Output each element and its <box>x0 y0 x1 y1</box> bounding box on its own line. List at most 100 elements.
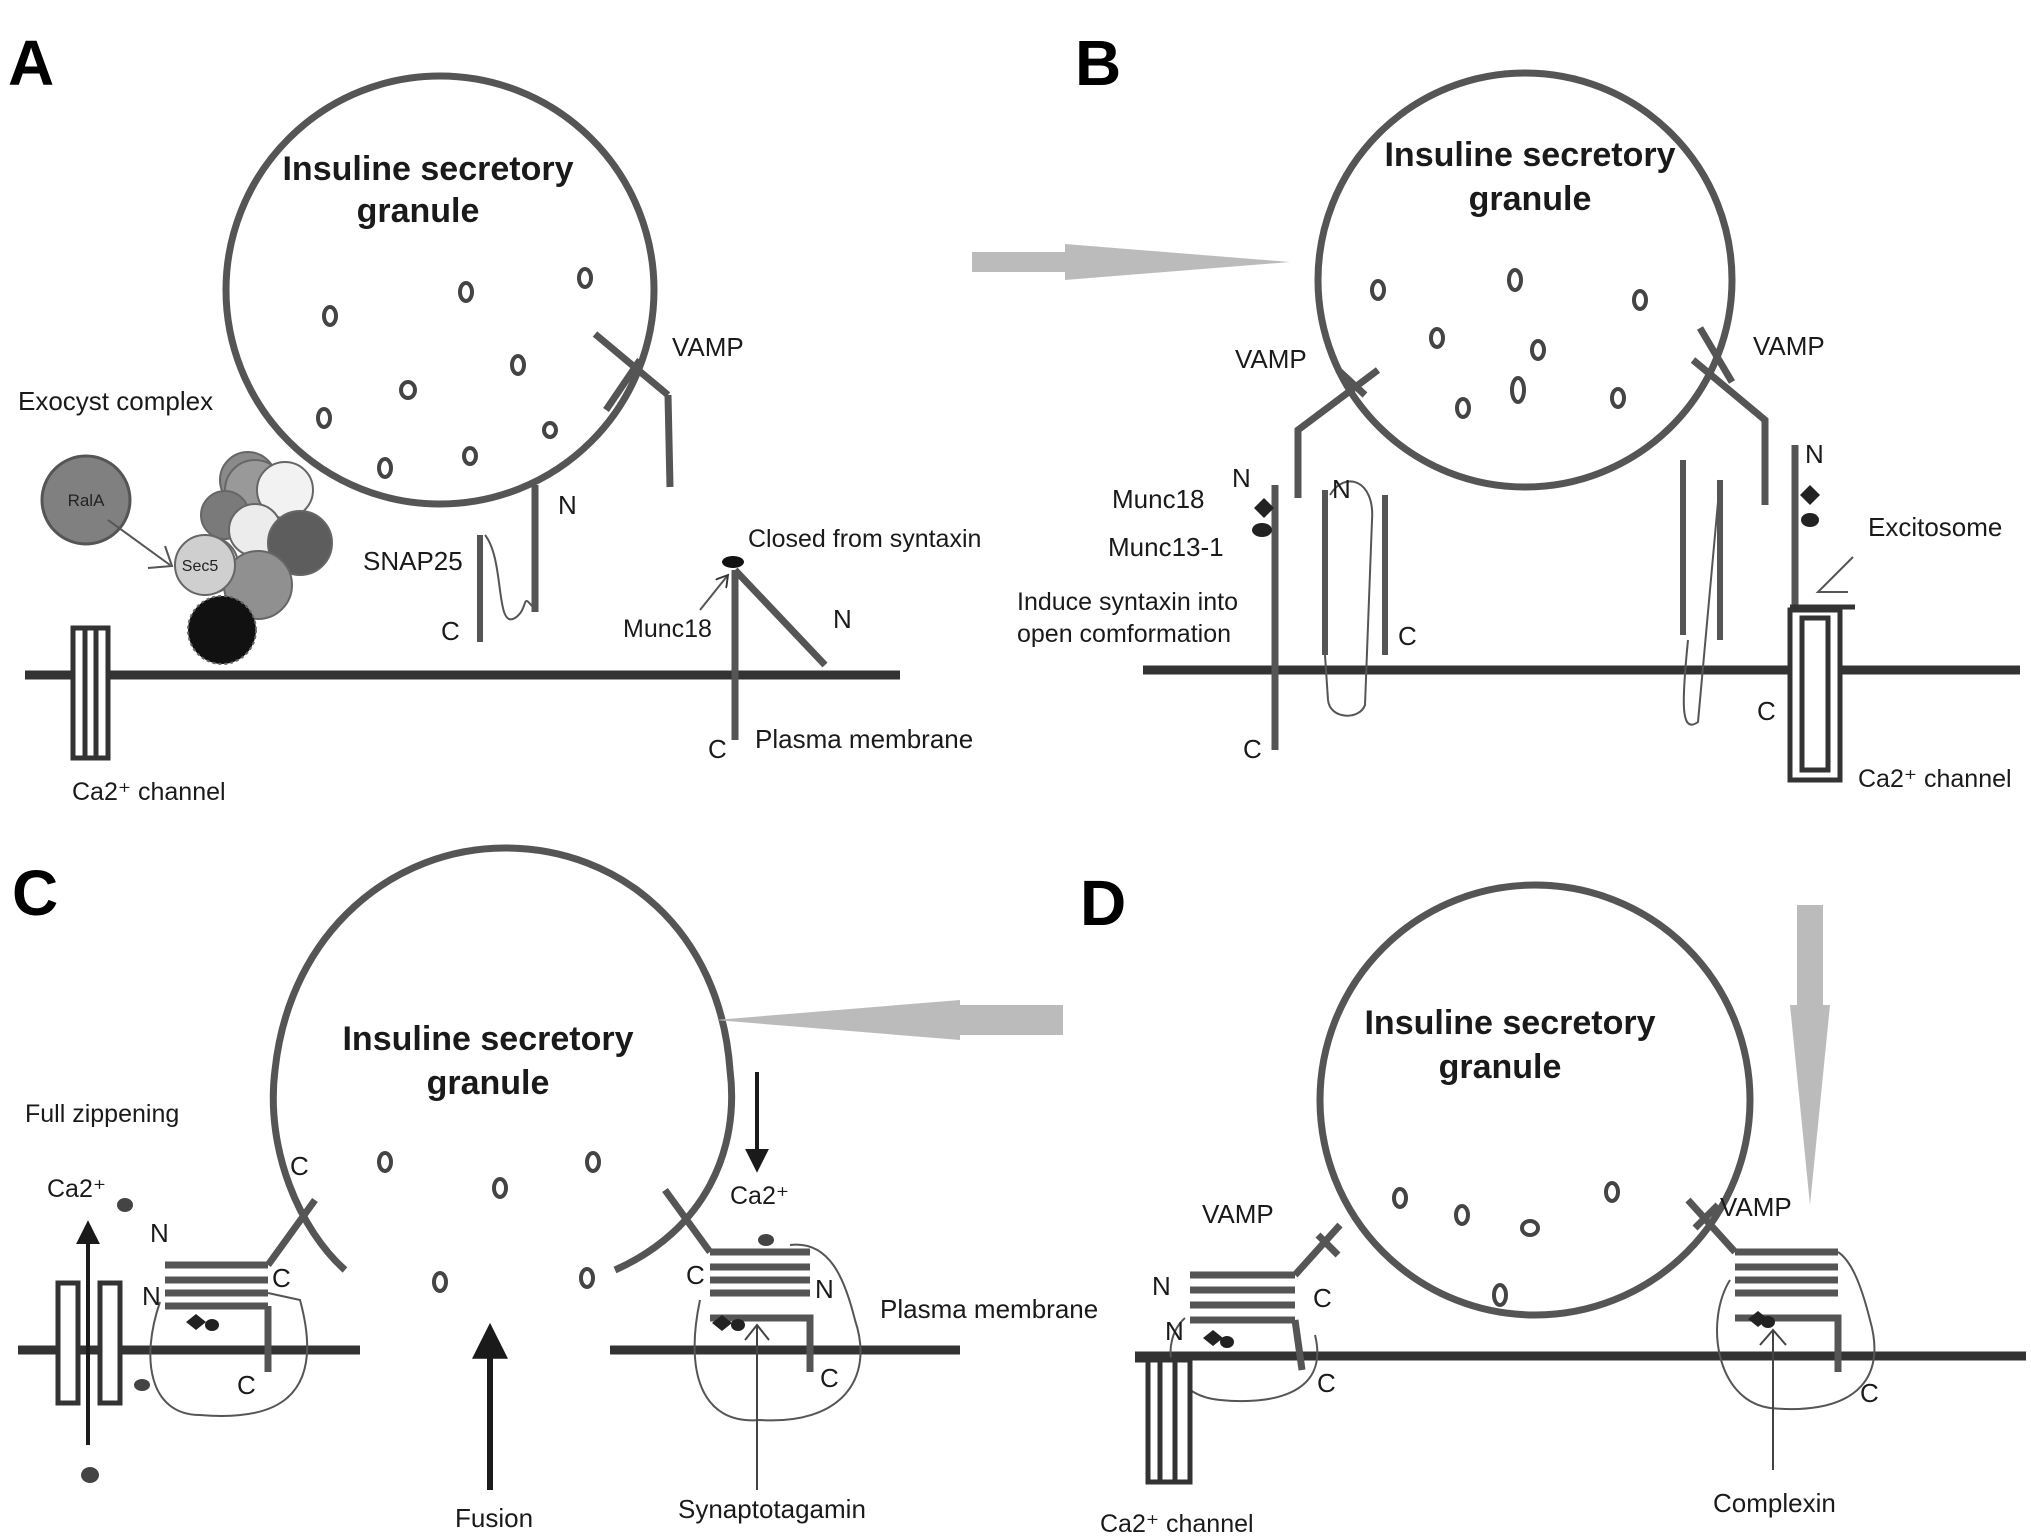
panel-b-excitosome-arrow <box>1815 556 1854 593</box>
panel-b-vamp-right-label: VAMP <box>1753 331 1825 361</box>
panel-c-letter: C <box>12 857 58 929</box>
panel-d-n-b: N <box>1165 1316 1184 1346</box>
panel-a-ca-channel-label: Ca2⁺ channel <box>72 778 226 806</box>
panel-d-n-a: N <box>1152 1271 1171 1301</box>
panel-b-insulin-particles <box>1370 268 1648 419</box>
panel-d-ca-channel-label: Ca2⁺ channel <box>1100 1510 1254 1538</box>
panel-a-closed-syntaxin <box>731 567 828 740</box>
panel-c-plasma-membrane-label: Plasma membrane <box>880 1294 1098 1324</box>
panel-b-ca-channel <box>1787 604 1855 783</box>
panel-c-ca-dots-left <box>81 1198 150 1483</box>
panel-b-c-mid: C <box>1398 621 1417 651</box>
panel-b-munc18-label: Munc18 <box>1112 484 1205 514</box>
panel-a-granule-title-2: granule <box>357 192 480 230</box>
panel-b-munc-dots <box>1252 498 1274 537</box>
panel-b-vamp-left <box>1294 367 1381 498</box>
panel-b-excitosome-label: Excitosome <box>1868 512 2002 542</box>
panel-c-insulin-particles <box>377 1151 601 1293</box>
panel-c-c-bottom-left: C <box>237 1370 256 1400</box>
panel-a-vamp-label: VAMP <box>672 332 744 362</box>
panel-b-ca-channel-label: Ca2⁺ channel <box>1858 765 2012 793</box>
panel-a-granule <box>222 72 658 508</box>
panel-a-plasma-membrane-label: Plasma membrane <box>755 724 973 754</box>
panel-b: B Insuline secretory granule VAMP VAMP <box>1017 27 2020 793</box>
panel-a-rala-arrow-head <box>147 545 174 569</box>
panel-d-insulin-particles <box>1392 1181 1620 1307</box>
panel-c-granule-title-1: Insuline secretory <box>342 1020 633 1058</box>
panel-b-snap-middle <box>1322 480 1388 717</box>
panel-d-vamp-right-label: VAMP <box>1720 1192 1792 1222</box>
panel-d-vamp-left-label: VAMP <box>1202 1199 1274 1229</box>
panel-c-c-a: C <box>272 1263 291 1293</box>
panel-b-vamp-left-label: VAMP <box>1235 344 1307 374</box>
panel-d-c-b: C <box>1317 1368 1336 1398</box>
panel-c-ca-channel <box>55 1280 123 1406</box>
panel-c-granule-title-2: granule <box>427 1064 550 1102</box>
panel-b-granule-title-1: Insuline secretory <box>1384 136 1675 174</box>
panel-a-c1: C <box>441 616 460 646</box>
panel-d-ca-channel <box>1135 1357 1193 1485</box>
panel-a-munc18-arrow <box>699 575 728 611</box>
arrow-d-to-c <box>715 1000 1063 1040</box>
panel-c-dots-right <box>712 1315 745 1331</box>
panel-d-dots-right <box>1748 1311 1775 1328</box>
panel-d-snare-left <box>1169 1222 1343 1403</box>
panel-a-rala-arrow <box>107 519 171 566</box>
panel-b-granule <box>1314 69 1736 491</box>
panel-b-n-mid: N <box>1332 474 1351 504</box>
panel-c-fusion-label: Fusion <box>455 1503 533 1533</box>
panel-c-c-right-b: C <box>820 1363 839 1393</box>
panel-b-munc13-label: Munc13-1 <box>1108 532 1224 562</box>
panel-b-letter: B <box>1075 27 1121 99</box>
arrow-a-to-b <box>972 244 1290 280</box>
panel-d-snare-right <box>1685 1197 1876 1411</box>
panel-d-letter: D <box>1080 867 1126 939</box>
panel-b-vamp-right <box>1690 326 1769 505</box>
panel-c-granule <box>269 844 736 1274</box>
panel-c-ca-left: Ca2⁺ <box>47 1175 106 1203</box>
panel-c-dots-left <box>186 1314 219 1331</box>
panel-c-snare-right <box>662 1187 862 1422</box>
panel-a-granule-title-1: Insuline secretory <box>282 150 573 188</box>
panel-a-insulin-particles <box>316 267 593 479</box>
panel-d-c-a: C <box>1313 1283 1332 1313</box>
panel-a-c2: C <box>708 734 727 764</box>
panel-b-induce-1: Induce syntaxin into <box>1017 588 1238 616</box>
panel-c-snare-left <box>149 1197 318 1418</box>
panel-d-complexin-label: Complexin <box>1713 1488 1836 1518</box>
panel-b-munc-dots-right <box>1800 485 1820 527</box>
panel-c-n-a: N <box>150 1218 169 1248</box>
panel-c-c-right-a: C <box>686 1260 705 1290</box>
panel-a-munc18-label: Munc18 <box>623 615 712 643</box>
panel-a-exocyst-label: Exocyst complex <box>18 386 213 416</box>
panel-a: A Insuline secretory granule VAMP <box>8 27 981 806</box>
panel-c-c-top-left: C <box>290 1151 309 1181</box>
panel-a-munc18-dot <box>722 556 744 568</box>
panel-c-dot-top-right <box>758 1234 774 1246</box>
panel-c-synaptotagamin-label: Synaptotagamin <box>678 1494 866 1524</box>
panel-a-ca-channel <box>70 625 111 761</box>
panel-d: D Insuline secretory granule VAMP VAMP <box>1080 867 2026 1538</box>
panel-c-synaptotagamin-head <box>744 1323 770 1341</box>
panel-c-ca-right: Ca2⁺ <box>730 1182 789 1210</box>
panel-a-letter: A <box>8 27 54 99</box>
panel-a-closed-syntaxin-label: Closed from syntaxin <box>748 525 981 553</box>
panel-b-induce-2: open comformation <box>1017 620 1231 648</box>
panel-a-rala: RalA <box>40 454 132 546</box>
panel-a-vamp <box>592 331 674 488</box>
panel-b-snap-right <box>1680 460 1723 726</box>
panel-c-full-zippening: Full zippening <box>25 1100 179 1128</box>
panel-d-granule-title-2: granule <box>1439 1048 1562 1086</box>
panel-b-n-right: N <box>1805 439 1824 469</box>
panel-a-sec5: Sec5 <box>174 534 236 596</box>
panel-b-granule-title-2: granule <box>1469 180 1592 218</box>
panel-a-rala-label: RalA <box>68 491 106 510</box>
panel-c: C Insuline secretory granule Full zippen… <box>12 844 1098 1533</box>
panel-d-granule-title-1: Insuline secretory <box>1364 1004 1655 1042</box>
panel-a-snap25 <box>477 534 536 642</box>
panel-c-n-b: N <box>142 1281 161 1311</box>
panel-b-n-left: N <box>1232 463 1251 493</box>
panel-d-granule <box>1316 881 1754 1319</box>
panel-b-c-left: C <box>1243 734 1262 764</box>
